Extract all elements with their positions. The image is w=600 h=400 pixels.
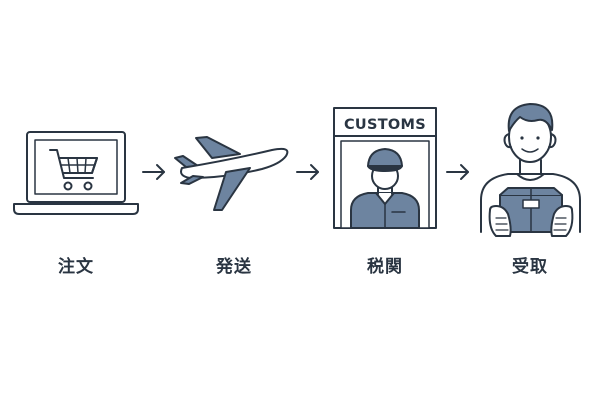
flow-arrow-1 xyxy=(142,164,165,180)
person-receiving-package-icon xyxy=(480,103,581,237)
step-label-receive: 受取 xyxy=(512,257,548,277)
step-label-shipping: 発送 xyxy=(216,257,252,277)
flow-arrow-2 xyxy=(296,164,319,180)
customs-officer-icon: CUSTOMS xyxy=(333,107,437,229)
airplane-icon xyxy=(174,136,289,211)
laptop-cart-icon xyxy=(13,131,139,215)
shopping-cart-icon xyxy=(49,149,98,191)
step-label-order: 注文 xyxy=(58,257,94,277)
step-label-customs: 税関 xyxy=(367,257,403,277)
flow-arrow-3 xyxy=(446,164,469,180)
customs-sign: CUSTOMS xyxy=(344,117,426,133)
